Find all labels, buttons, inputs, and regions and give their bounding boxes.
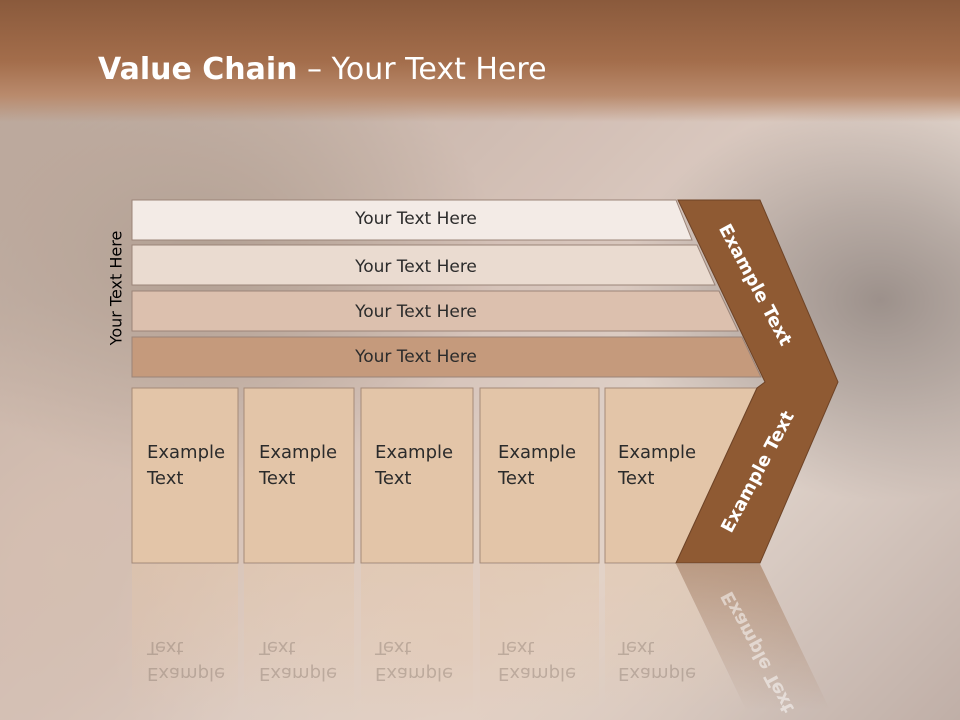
arrow-reflection xyxy=(676,564,830,710)
cell-box xyxy=(360,387,474,564)
cell-label: Example Text xyxy=(498,442,577,489)
cell-reflection xyxy=(361,564,473,714)
cell-reflection xyxy=(480,564,599,714)
cell-box xyxy=(479,387,600,564)
cell-label: Example Text xyxy=(618,442,697,489)
cell-label-reflection: Example Text xyxy=(375,637,454,684)
cell-box xyxy=(131,387,239,564)
row-bar xyxy=(131,244,716,286)
cell-reflection xyxy=(605,564,745,710)
cell-box xyxy=(243,387,355,564)
cell-label: Example Text xyxy=(375,442,454,489)
chevron-arrow xyxy=(675,199,839,564)
slide-title: Value Chain – Your Text Here xyxy=(98,52,547,87)
reflection xyxy=(132,564,830,714)
cell-reflection xyxy=(132,564,238,714)
cell-label-reflection: Example Text xyxy=(259,637,338,684)
row-label: Your Text Here xyxy=(355,257,477,277)
row-label: Your Text Here xyxy=(355,209,477,229)
title-bar xyxy=(0,0,960,122)
title-bold: Value Chain xyxy=(98,52,298,87)
cell-label-reflection: Example Text xyxy=(147,637,226,684)
cell-label-reflection: Example Text xyxy=(618,637,697,684)
cell-label-reflection: Example Text xyxy=(498,637,577,684)
side-label: Your Text Here xyxy=(106,230,126,346)
row-label: Your Text Here xyxy=(355,347,477,367)
row-bar xyxy=(131,336,762,378)
title-rest: – Your Text Here xyxy=(297,52,547,87)
row-bar xyxy=(131,199,693,241)
cell-label: Example Text xyxy=(259,442,338,489)
cell-label: Example Text xyxy=(147,442,226,489)
cell-reflection xyxy=(244,564,354,714)
row-label: Your Text Here xyxy=(355,302,477,322)
row-bar xyxy=(131,290,739,332)
